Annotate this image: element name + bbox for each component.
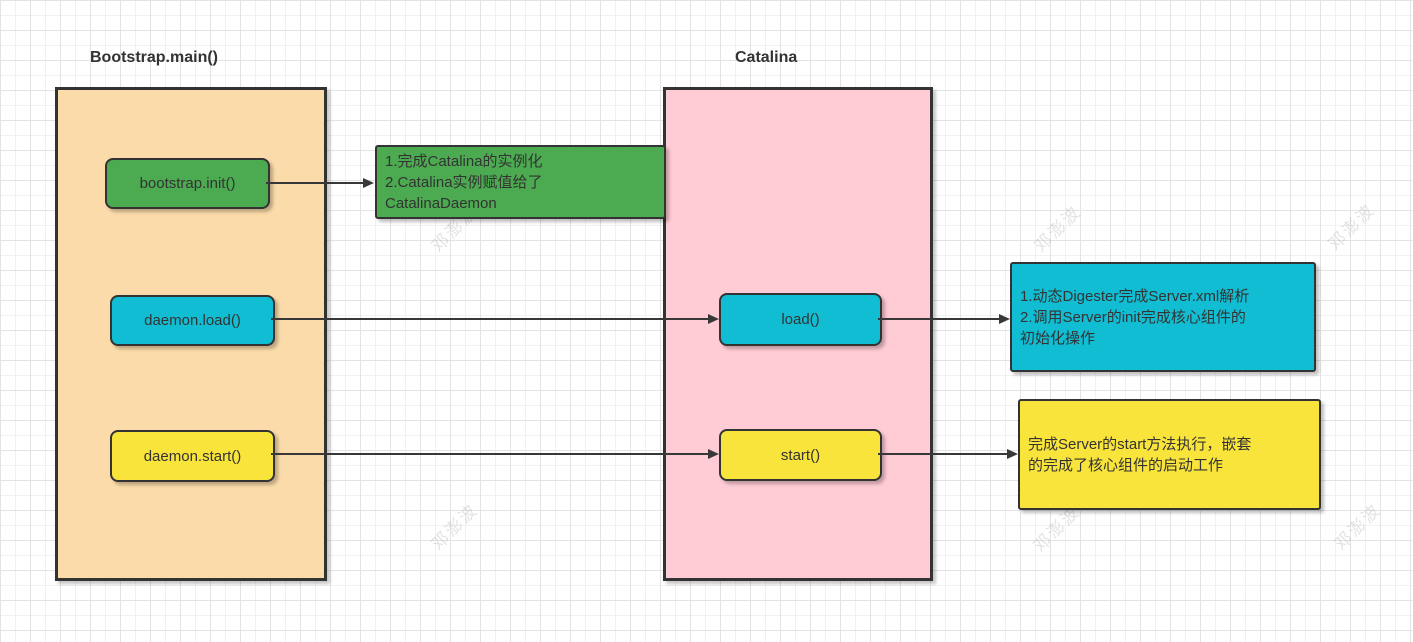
connector-start-to-note[interactable]: [878, 449, 1018, 459]
connector-daemon-load-to-load[interactable]: [271, 314, 719, 324]
node-bootstrap-init[interactable]: bootstrap.init(): [105, 158, 270, 209]
node-daemon-start[interactable]: daemon.start(): [110, 430, 275, 482]
arrowhead-right-icon: [363, 178, 374, 188]
connector-line: [878, 318, 1001, 320]
note-start-description[interactable]: 完成Server的start方法执行，嵌套 的完成了核心组件的启动工作: [1018, 399, 1321, 510]
note-line: 完成Server的start方法执行，嵌套: [1028, 435, 1252, 453]
note-line: 2.调用Server的init完成核心组件的: [1020, 308, 1246, 326]
watermark: 邓澎波: [1031, 202, 1085, 256]
note-init-description[interactable]: 1.完成Catalina的实例化 2.Catalina实例赋值给了 Catali…: [375, 145, 666, 219]
note-line: 1.动态Digester完成Server.xml解析: [1020, 287, 1250, 305]
lane-title-catalina: Catalina: [735, 49, 798, 66]
connector-line: [878, 453, 1009, 455]
note-line: 的完成了核心组件的启动工作: [1028, 456, 1224, 474]
note-line: 初始化操作: [1020, 329, 1096, 347]
arrowhead-right-icon: [708, 314, 719, 324]
connector-daemon-start-to-start[interactable]: [271, 449, 719, 459]
connector-load-to-note[interactable]: [878, 314, 1010, 324]
node-catalina-load[interactable]: load(): [719, 293, 882, 346]
note-line: 2.Catalina实例赋值给了: [385, 173, 543, 191]
note-line: 1.完成Catalina的实例化: [385, 152, 543, 170]
watermark: 邓澎波: [1331, 500, 1385, 554]
watermark: 邓澎波: [428, 500, 482, 554]
arrowhead-right-icon: [1007, 449, 1018, 459]
node-daemon-load[interactable]: daemon.load(): [110, 295, 275, 346]
watermark: 邓澎波: [1325, 200, 1379, 254]
connector-line: [271, 453, 710, 455]
connector-line: [271, 318, 710, 320]
node-catalina-start[interactable]: start(): [719, 429, 882, 481]
arrowhead-right-icon: [999, 314, 1010, 324]
connector-init-to-note[interactable]: [266, 178, 374, 188]
note-load-description[interactable]: 1.动态Digester完成Server.xml解析 2.调用Server的in…: [1010, 262, 1316, 372]
connector-line: [266, 182, 365, 184]
note-line: CatalinaDaemon: [385, 194, 497, 212]
arrowhead-right-icon: [708, 449, 719, 459]
lane-title-bootstrap-main: Bootstrap.main(): [90, 49, 218, 66]
